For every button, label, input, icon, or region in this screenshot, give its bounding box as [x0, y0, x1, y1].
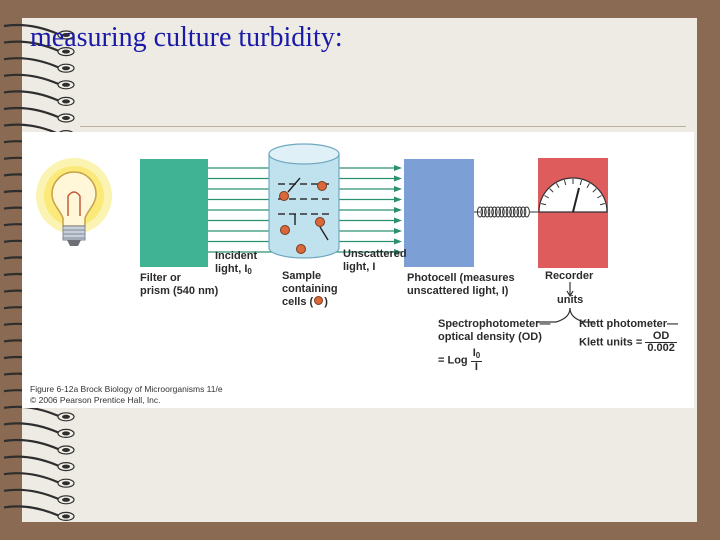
filter-prism	[140, 159, 208, 267]
figure-caption: Figure 6-12a Brock Biology of Microorgan…	[30, 384, 223, 394]
wire-coil	[474, 206, 538, 218]
gauge-dial-icon	[538, 177, 608, 213]
title-divider	[80, 126, 686, 127]
cells	[279, 177, 329, 254]
copyright-caption: © 2006 Pearson Prentice Hall, Inc.	[30, 395, 161, 405]
units-arrows	[536, 282, 594, 323]
units-label: units	[557, 294, 584, 306]
apparatus-diagram	[36, 143, 608, 323]
light-bulb-icon	[36, 158, 112, 246]
sample-cuvette	[268, 143, 340, 259]
spectrophotometer-label: Spectrophotometer—optical density (OD)	[438, 318, 551, 343]
recorder-label: Recorder	[545, 270, 594, 282]
cell-icon	[314, 296, 324, 305]
slide-title: measuring culture turbidity:	[30, 22, 343, 53]
photocell	[404, 159, 474, 267]
recorder	[538, 158, 608, 268]
